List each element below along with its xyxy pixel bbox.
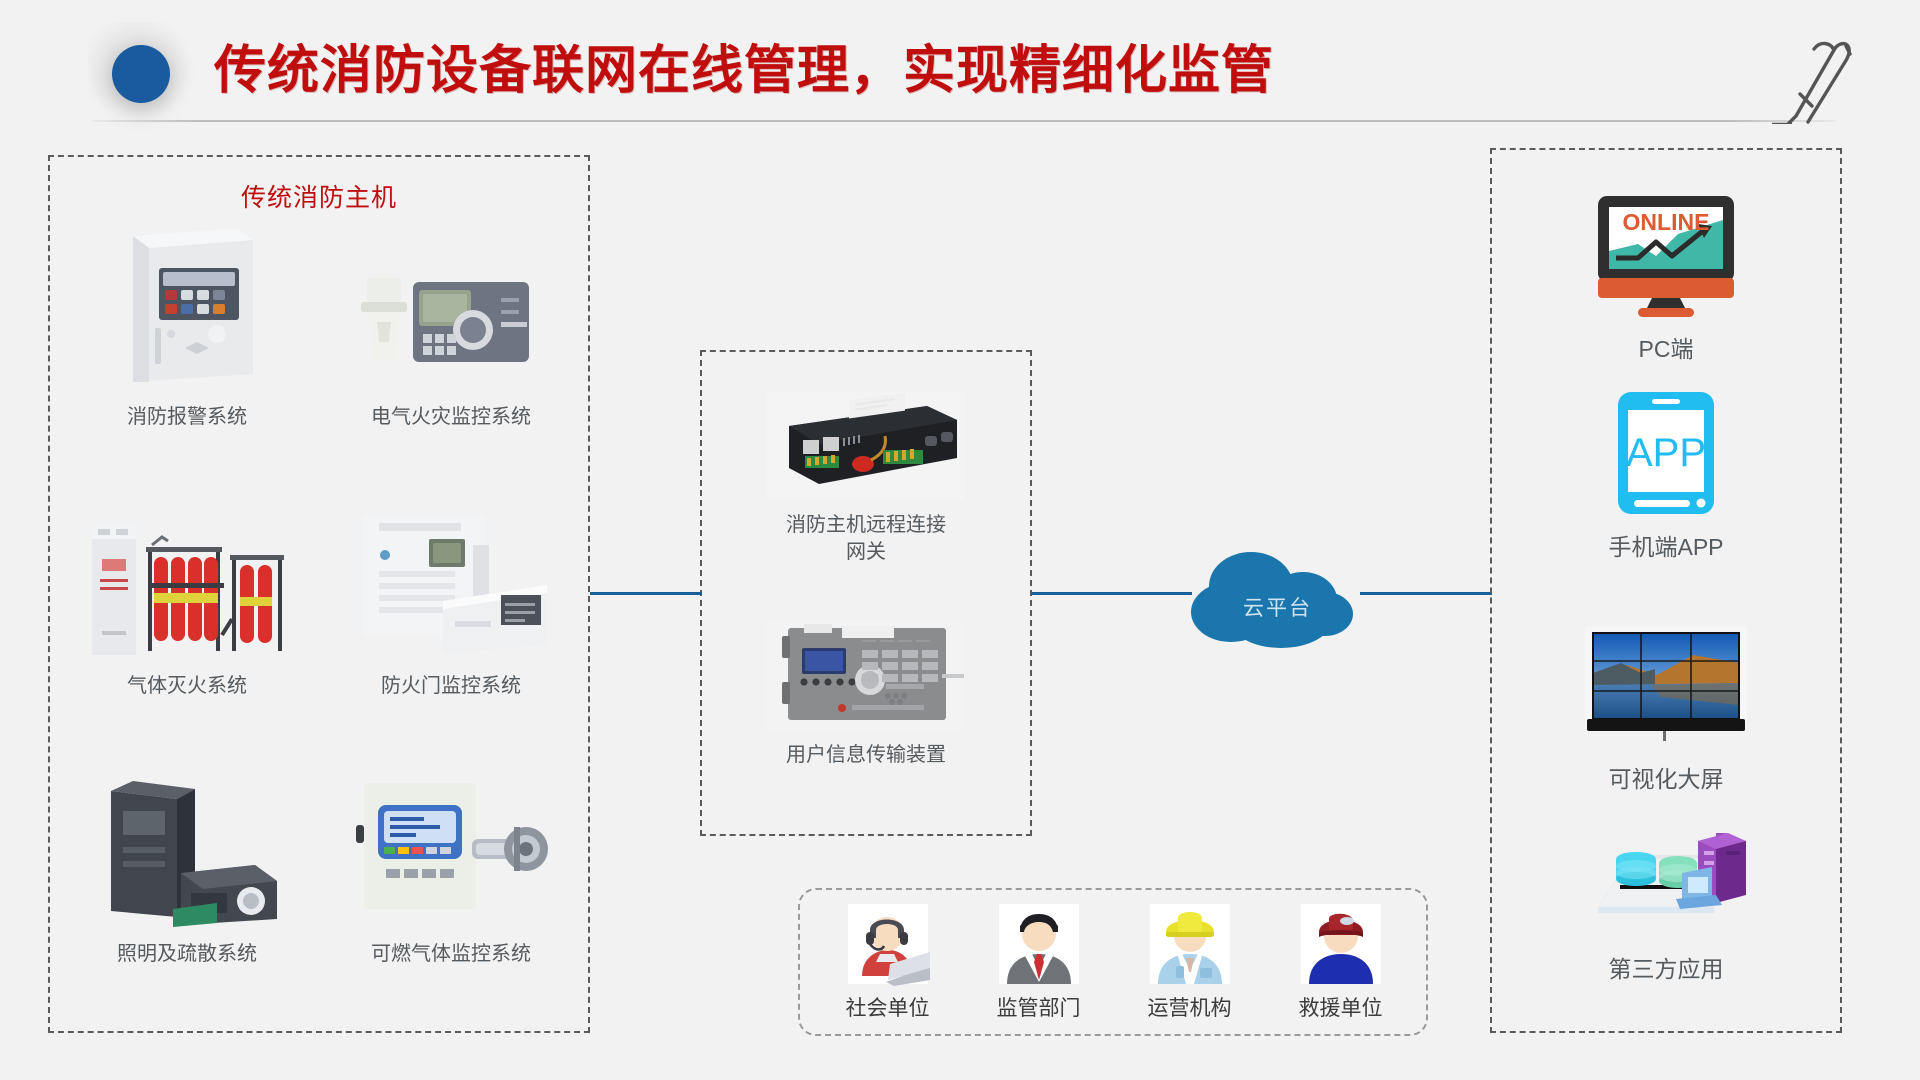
legacy-host-panel-title: 传统消防主机 bbox=[240, 184, 397, 212]
video-wall-icon bbox=[1490, 620, 1842, 750]
output-label: 手机端APP bbox=[1608, 534, 1724, 560]
cloud-label: 云平台 bbox=[1243, 597, 1312, 620]
rescue-worker-icon bbox=[1271, 902, 1411, 986]
user-info-transmission-device-icon bbox=[700, 620, 1032, 732]
device-cell[interactable]: 防火门监控系统 bbox=[322, 491, 580, 754]
role-label: 社会单位 bbox=[845, 997, 930, 1020]
device-cell[interactable]: 照明及疏散系统 bbox=[58, 759, 316, 1022]
businessman-icon bbox=[969, 902, 1109, 986]
gateway-item[interactable]: 消防主机远程连接 网关 bbox=[700, 390, 1032, 566]
stakeholders-panel bbox=[798, 888, 1428, 1036]
combustible-gas-monitor-icon bbox=[346, 759, 556, 927]
device-cell[interactable]: 消防报警系统 bbox=[58, 222, 316, 485]
gateway-label: 消防主机远程连接 网关 bbox=[700, 512, 1032, 566]
output-channels-panel bbox=[1490, 148, 1842, 1033]
role-label: 运营机构 bbox=[1147, 997, 1232, 1020]
role-item[interactable]: 救援单位 bbox=[1271, 902, 1411, 1022]
legacy-host-panel bbox=[48, 155, 590, 1033]
device-label: 电气火灾监控系统 bbox=[371, 406, 531, 428]
transmission-device-label: 用户信息传输装置 bbox=[786, 744, 946, 766]
emergency-lighting-icon bbox=[87, 759, 287, 928]
output-item-app[interactable]: APP 手机端APP bbox=[1490, 388, 1842, 562]
device-label: 消防报警系统 bbox=[127, 406, 247, 428]
connector-gateway-to-cloud bbox=[1032, 592, 1192, 595]
pen-icon bbox=[1772, 28, 1862, 124]
output-item-pc[interactable]: ONLINE PC端 bbox=[1490, 190, 1842, 364]
output-item-video-wall[interactable]: 可视化大屏 bbox=[1490, 620, 1842, 794]
output-label: 可视化大屏 bbox=[1608, 766, 1724, 792]
gas-extinguishing-icon bbox=[82, 491, 292, 659]
page-title: 传统消防设备联网在线管理，实现精细化监管 bbox=[214, 42, 1275, 100]
role-item[interactable]: 社会单位 bbox=[818, 902, 958, 1022]
role-label: 救援单位 bbox=[1298, 997, 1383, 1020]
fire-door-monitor-icon bbox=[351, 491, 551, 659]
tablet-app-icon: APP bbox=[1490, 388, 1842, 518]
slide-header: 传统消防设备联网在线管理，实现精细化监管 bbox=[0, 0, 1920, 128]
desktop-monitor-icon: ONLINE bbox=[1490, 190, 1842, 320]
gateway-device-icon bbox=[700, 390, 1032, 502]
output-item-third-party[interactable]: 第三方应用 bbox=[1490, 810, 1842, 984]
engineer-helmet-icon bbox=[1120, 902, 1260, 986]
device-cell[interactable]: 可燃气体监控系统 bbox=[322, 759, 580, 1022]
gateway-label-line2: 网关 bbox=[846, 541, 886, 563]
device-cell[interactable]: 电气火灾监控系统 bbox=[322, 222, 580, 485]
blue-dot-icon bbox=[112, 45, 170, 103]
monitor-screen-text: ONLINE bbox=[1623, 209, 1710, 235]
stakeholders-row: 社会单位 监管部门 bbox=[812, 898, 1416, 1026]
device-label: 气体灭火系统 bbox=[127, 674, 247, 697]
device-label: 照明及疏散系统 bbox=[117, 943, 257, 966]
device-cell[interactable]: 气体灭火系统 bbox=[58, 491, 316, 754]
device-label: 可燃气体监控系统 bbox=[371, 943, 531, 966]
connector-cloud-to-right bbox=[1360, 592, 1492, 595]
electrical-fire-monitor-icon bbox=[351, 222, 551, 390]
output-label: PC端 bbox=[1638, 336, 1694, 362]
legacy-device-grid: 消防报警系统 bbox=[58, 222, 580, 1022]
operator-headset-icon bbox=[818, 902, 958, 986]
role-item[interactable]: 运营机构 bbox=[1120, 902, 1260, 1022]
connector-left-to-gateway bbox=[590, 592, 702, 595]
role-label: 监管部门 bbox=[996, 997, 1081, 1020]
device-label: 防火门监控系统 bbox=[381, 674, 521, 697]
tablet-screen-text: APP bbox=[1626, 431, 1706, 475]
gateway-label-line1: 消防主机远程连接 bbox=[786, 514, 946, 536]
output-label: 第三方应用 bbox=[1608, 956, 1724, 982]
third-party-server-icon bbox=[1490, 810, 1842, 940]
header-divider bbox=[92, 120, 1836, 122]
cloud-icon bbox=[1191, 552, 1353, 648]
transmission-device-item[interactable]: 用户信息传输装置 bbox=[700, 620, 1032, 769]
cloud-platform[interactable]: 云平台 bbox=[1185, 540, 1370, 665]
fire-alarm-panel-icon bbox=[111, 222, 263, 390]
role-item[interactable]: 监管部门 bbox=[969, 902, 1109, 1022]
